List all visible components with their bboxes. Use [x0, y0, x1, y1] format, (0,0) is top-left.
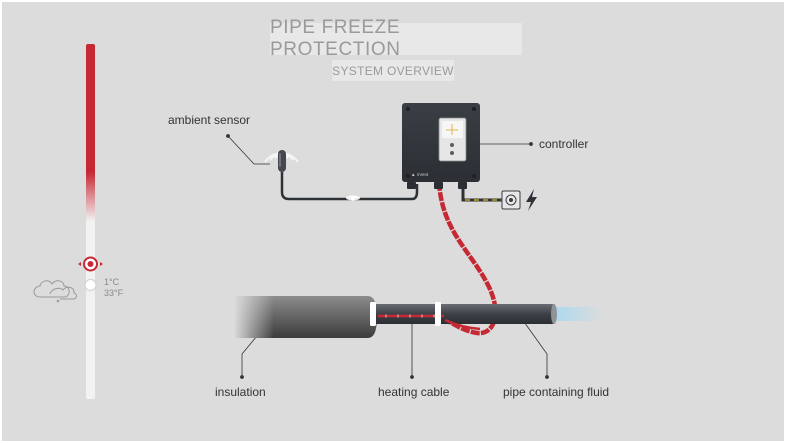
label-pipe: pipe containing fluid — [503, 385, 610, 399]
current-temp-dot — [84, 279, 97, 291]
power-cable — [461, 189, 502, 202]
temp-fahrenheit: 33°F — [104, 288, 124, 298]
svg-text:▲ nVent: ▲ nVent — [411, 172, 429, 177]
label-insulation: insulation — [215, 385, 266, 399]
cable-clip — [435, 302, 441, 326]
power-plug-icon — [501, 190, 521, 210]
lightning-icon — [526, 189, 537, 211]
sensor-cable — [280, 172, 419, 201]
leader-lines — [226, 134, 549, 379]
temp-celsius: 1°C — [104, 277, 120, 287]
ambient-sensor-icon — [264, 150, 299, 172]
page-title: PIPE FREEZE PROTECTION — [270, 17, 401, 60]
controller-box[interactable]: ▲ nVent — [402, 103, 480, 189]
thermometer — [78, 44, 103, 399]
cable-clip — [370, 302, 376, 326]
temp-readout: 1°C 33°F — [104, 277, 123, 299]
label-ambient-sensor: ambient sensor — [168, 113, 251, 127]
label-controller: controller — [539, 137, 589, 151]
cloud-icon — [33, 280, 77, 303]
subtitle-box: SYSTEM OVERVIEW — [332, 60, 454, 81]
label-heating-cable: heating cable — [378, 385, 450, 399]
insulation — [234, 296, 377, 338]
thermostat-marker-icon[interactable] — [78, 256, 103, 272]
thermometer-bar — [86, 44, 95, 399]
title-box: PIPE FREEZE PROTECTION — [270, 17, 522, 60]
page-subtitle: SYSTEM OVERVIEW — [332, 63, 454, 78]
pipe — [372, 304, 554, 324]
fluid — [550, 307, 602, 321]
